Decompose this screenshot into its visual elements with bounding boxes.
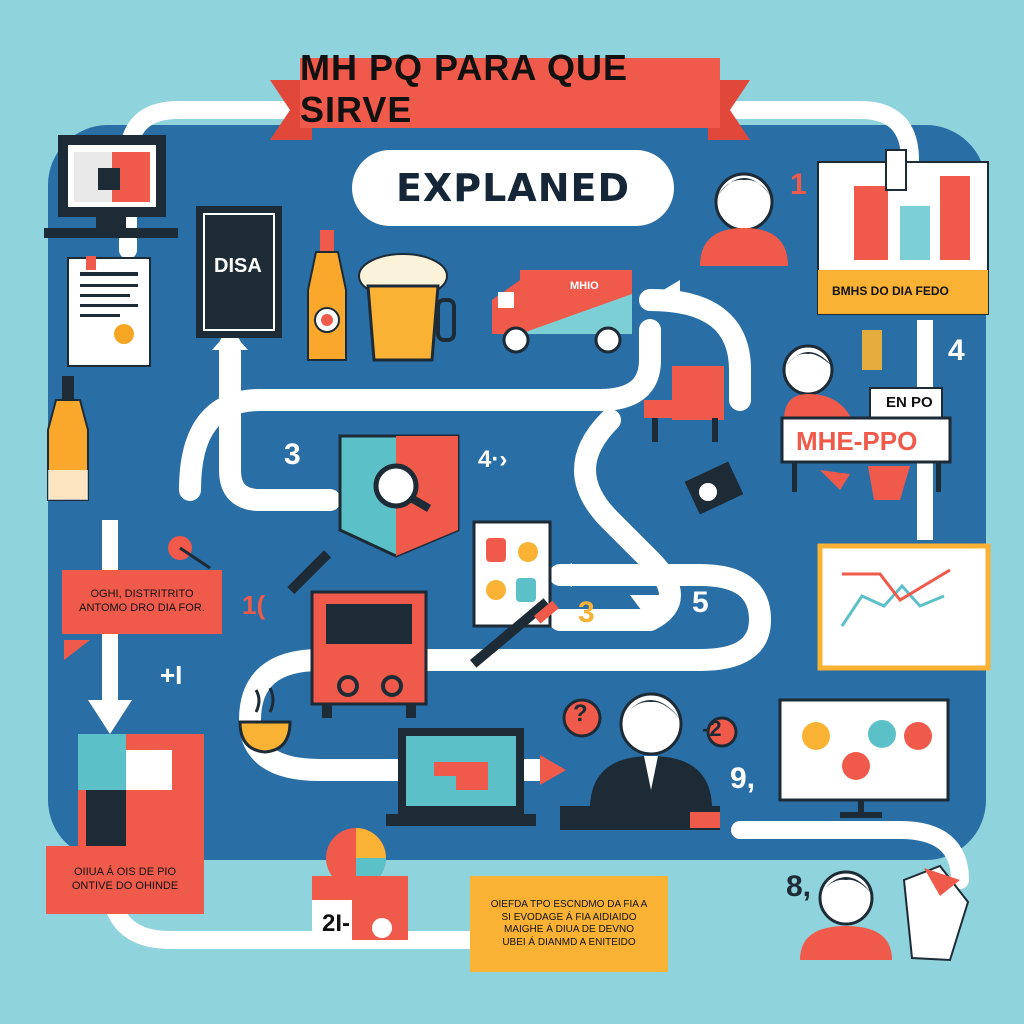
shield-icon [338,434,460,558]
number-bubble [706,716,738,748]
question-bubble [562,698,602,738]
note-bottom-left-box [46,846,204,914]
beer-mug [358,253,456,362]
monitor-illustration [44,135,178,238]
small-card [684,461,744,515]
plus-marker: +I [160,660,183,690]
projector-screen [778,698,950,818]
step-5: 5 [692,586,709,619]
step-10-left: 1( [242,590,266,620]
board-sign-text: DISA [214,255,262,277]
bottle-center [307,230,347,361]
arrow-up-board [212,330,248,350]
step-1-top: 1 [790,168,807,201]
note-bottom-center: OIEFDA TPO ESCNDMO DA FIA A SI EVODAGE Á… [490,899,648,948]
truck [492,270,632,354]
document-illustration [67,256,151,367]
step-3-center: 3 [578,596,595,629]
pen-icons [287,550,559,668]
step-9: 9, [730,762,756,795]
box-21-label: 2I- [322,910,351,937]
board-sign [196,206,282,338]
bowl-icon [238,687,292,754]
subtitle-pill [352,150,674,226]
note-left: OGHI, DISTRITRITO ANTOMO DRO DIA FOR. [79,588,205,614]
banner [300,58,720,128]
step-8: 8, [786,870,812,903]
note-left-box [62,570,222,634]
step-2: -2 [702,716,722,741]
desk-banner: MHE-PPO [796,426,918,456]
chair-illustration [644,366,724,442]
man-at-desk [560,692,720,830]
person-top [700,172,788,266]
arrow-left-phone [548,563,572,587]
chart-caption: BMHS DO DIA FEDO [832,284,949,298]
arrow-down-center [630,595,670,622]
color-block-panel [78,734,204,846]
left-down-arrow [88,700,132,734]
arrow-right-laptop [540,755,566,785]
pie-box [312,828,408,940]
truck-sign-text: MHIO [570,280,599,292]
pin-icon [168,536,211,570]
note-left-corner [64,640,90,660]
note-bottom-left: OIIUA Á OIS DE PIO ONTIVE DO OHINDE [71,866,179,892]
question-mark: ? [573,700,588,727]
bottle-left [47,376,89,501]
person-bottom [800,864,970,962]
desk-tag: EN PO [886,394,933,411]
red-machine [310,590,428,718]
desk-scene [780,330,952,500]
bar-chart-panel [817,149,989,315]
step-4-center: 4·› [478,446,508,473]
note-bottom-center-box [470,876,668,972]
whiteboard [817,543,991,671]
subtitle: EXPLANED [395,166,631,210]
arrow-truck [660,280,680,304]
laptop [386,728,536,826]
main-title: MH PQ PARA QUE SIRVE [300,47,629,130]
step-3-left: 3 [284,438,301,471]
step-4-right: 4 [948,334,965,367]
winding-path [179,289,771,781]
